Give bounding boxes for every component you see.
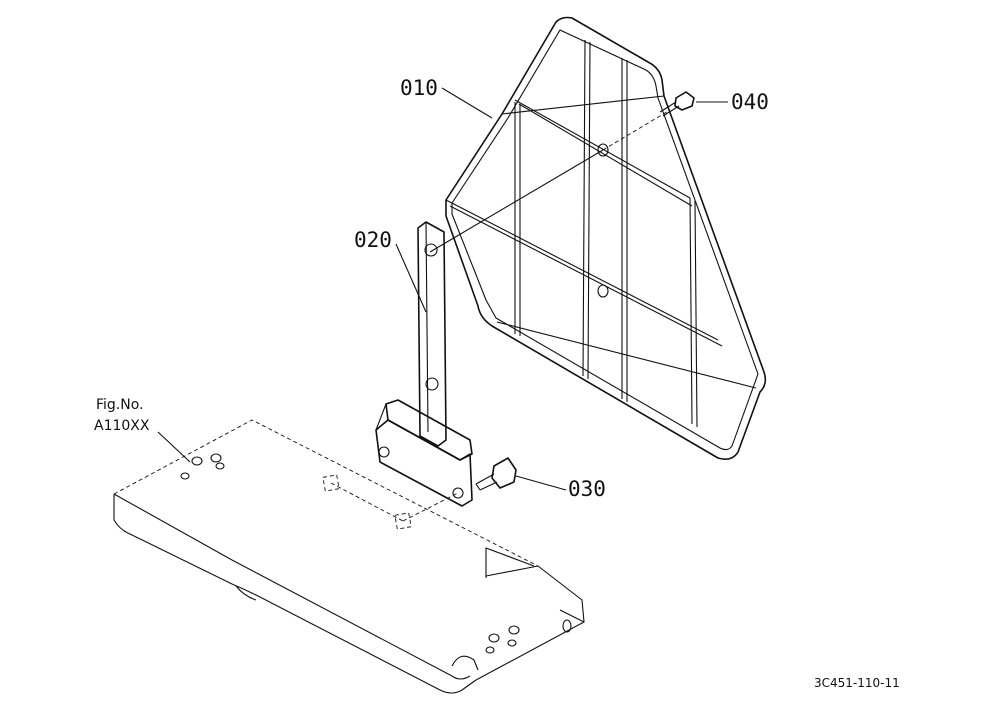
part-label-040: 040 xyxy=(731,90,769,114)
part-label-010: 010 xyxy=(400,76,438,100)
bolt-040 xyxy=(659,91,695,117)
part-label-020: 020 xyxy=(354,228,392,252)
screw-030 xyxy=(475,457,517,491)
leader-lines xyxy=(157,87,728,491)
drawing-code: 3C451-110-11 xyxy=(814,676,900,690)
part-label-030: 030 xyxy=(568,477,606,501)
bracket-stay xyxy=(375,221,473,507)
base-plate xyxy=(113,419,585,694)
fig-no-label: Fig.No. xyxy=(96,397,144,413)
alignment-lines xyxy=(429,109,671,253)
cage-guard xyxy=(445,16,767,460)
fig-no-value: A110XX xyxy=(94,418,150,434)
